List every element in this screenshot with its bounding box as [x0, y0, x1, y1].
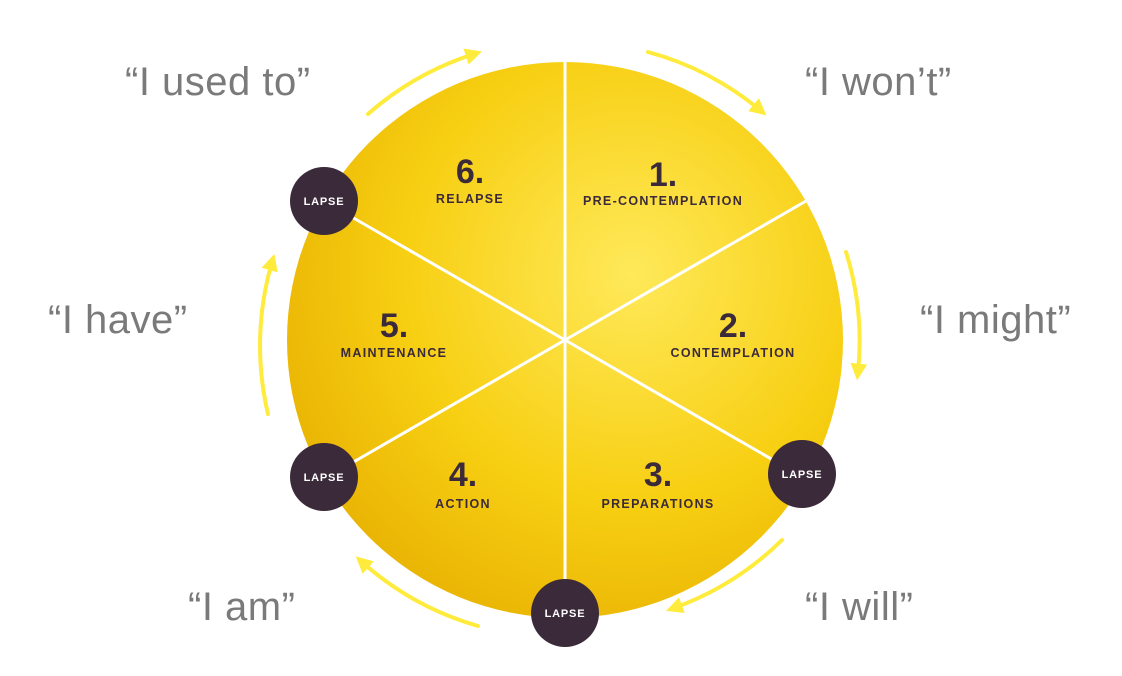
quote-i-have: “I have”	[48, 298, 188, 342]
stage-name: CONTEMPLATION	[671, 346, 796, 360]
lapse-label: LAPSE	[304, 196, 345, 208]
lapse-label: LAPSE	[545, 608, 586, 620]
curved-arrow-icon	[355, 556, 480, 628]
quote-i-wont: “I won’t”	[805, 60, 952, 104]
stage-number: 4.	[449, 456, 477, 494]
stage-name: ACTION	[435, 497, 491, 511]
stage-number: 2.	[719, 307, 747, 345]
stage-5: 5. MAINTENANCE	[341, 307, 448, 360]
lapse-marker-lower-right: LAPSE	[768, 440, 836, 508]
curved-arrow-icon	[258, 253, 278, 416]
quote-i-am: “I am”	[188, 585, 296, 629]
stage-1: 1. PRE-CONTEMPLATION	[583, 156, 743, 208]
lapse-marker-bottom: LAPSE	[531, 579, 599, 647]
stage-number: 3.	[644, 456, 672, 494]
curved-arrow-icon	[666, 538, 784, 614]
stage-number: 6.	[456, 153, 484, 191]
stage-number: 1.	[649, 156, 677, 194]
curved-arrow-icon	[646, 50, 767, 116]
stage-4: 4. ACTION	[435, 456, 491, 511]
stage-2: 2. CONTEMPLATION	[671, 307, 796, 360]
cycle-arrows	[258, 48, 868, 628]
divider-upper-right	[564, 199, 807, 342]
stage-6: 6. RELAPSE	[436, 153, 504, 206]
curved-arrow-icon	[844, 250, 868, 381]
quote-i-will: “I will”	[805, 585, 914, 629]
quote-i-used-to: “I used to”	[125, 60, 311, 104]
divider-lower-right	[564, 338, 807, 481]
stage-name: PRE-CONTEMPLATION	[583, 194, 743, 208]
lapse-label: LAPSE	[782, 469, 823, 481]
divider-lower-left	[323, 338, 566, 481]
stage-name: PREPARATIONS	[601, 497, 714, 511]
stage-number: 5.	[380, 307, 408, 345]
curved-arrow-icon	[366, 48, 483, 116]
stage-3: 3. PREPARATIONS	[601, 456, 714, 511]
stage-name: MAINTENANCE	[341, 346, 448, 360]
divider-upper-left	[323, 199, 566, 342]
wheel-dividers	[323, 62, 807, 618]
quote-i-might: “I might”	[920, 298, 1072, 342]
lapse-label: LAPSE	[304, 472, 345, 484]
lapse-marker-lower-left: LAPSE	[290, 443, 358, 511]
stage-name: RELAPSE	[436, 192, 504, 206]
lapse-marker-upper-left: LAPSE	[290, 167, 358, 235]
